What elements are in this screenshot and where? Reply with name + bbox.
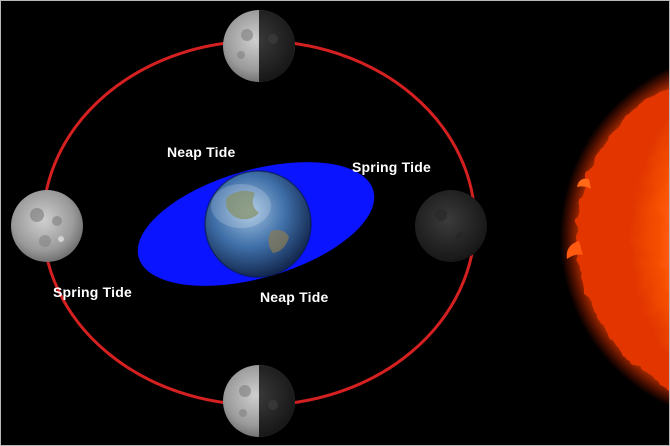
new-moon-icon bbox=[415, 190, 487, 262]
moon-first-quarter-icon bbox=[223, 10, 295, 82]
full-moon-icon bbox=[11, 190, 83, 262]
earth-icon bbox=[204, 170, 312, 278]
moon-third-quarter-icon bbox=[223, 365, 295, 437]
spring-tide-label-left: Spring Tide bbox=[53, 284, 132, 300]
neap-tide-label-top: Neap Tide bbox=[167, 144, 236, 160]
sun-icon bbox=[560, 67, 669, 407]
neap-tide-label-bottom: Neap Tide bbox=[260, 289, 329, 305]
spring-tide-label-right: Spring Tide bbox=[352, 159, 431, 175]
